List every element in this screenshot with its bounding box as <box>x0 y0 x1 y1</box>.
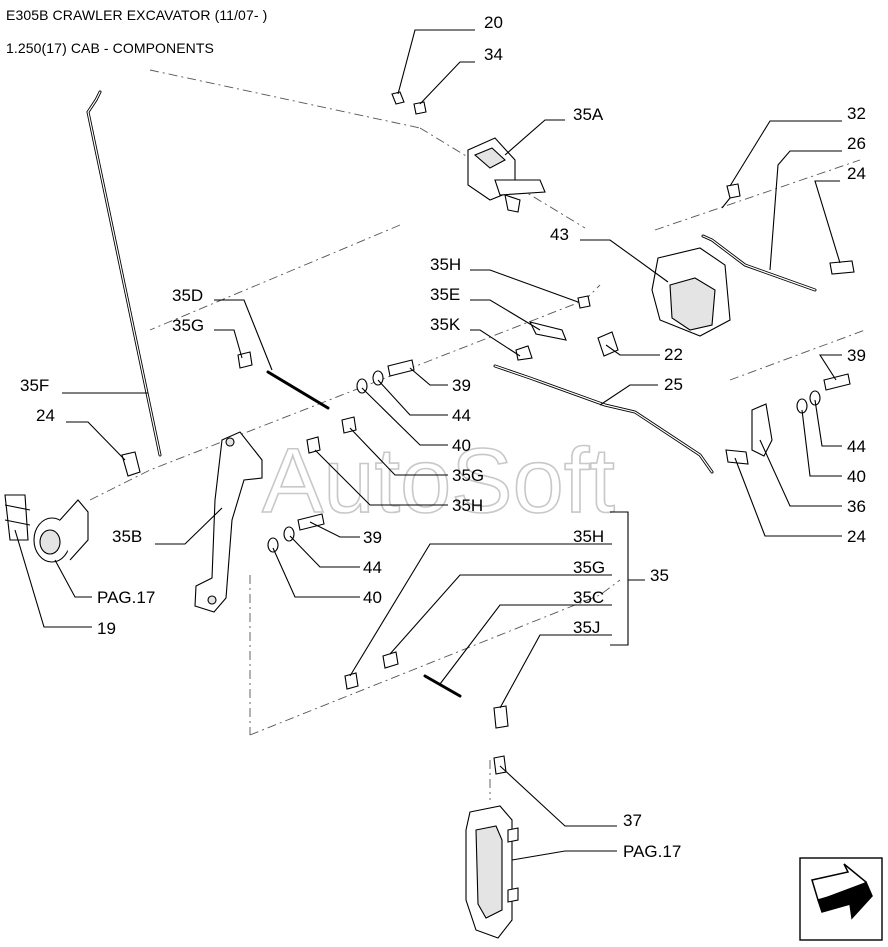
assembly-outlines <box>89 69 866 800</box>
part-36-plate <box>751 373 851 457</box>
part-22-clamp <box>597 331 619 357</box>
callout-37: 37 <box>623 811 642 830</box>
callout-32: 32 <box>847 104 866 123</box>
callout-19: 19 <box>97 619 116 638</box>
next-page-arrow-icon <box>811 863 873 920</box>
callout-35C: 35C <box>573 588 604 607</box>
callout-pag17-lock: PAG.17 <box>97 588 155 607</box>
part-35G-nut-mid <box>341 416 357 434</box>
callout-24-left: 24 <box>36 406 55 425</box>
callout-35H-top: 35H <box>430 255 461 274</box>
callout-40-right: 40 <box>847 467 866 486</box>
part-35B-arm <box>194 431 263 613</box>
callout-22: 22 <box>664 345 683 364</box>
callout-24-top: 24 <box>847 164 866 183</box>
part-washers-upper <box>356 359 415 394</box>
callout-26: 26 <box>847 134 866 153</box>
callout-35K: 35K <box>430 315 461 334</box>
callout-25: 25 <box>664 375 683 394</box>
part-19-latch <box>4 494 31 541</box>
part-26-rod <box>701 234 817 292</box>
callout-44-lower: 44 <box>363 558 382 577</box>
part-35D-stud <box>266 370 330 410</box>
callout-35E: 35E <box>430 285 460 304</box>
callout-44-right: 44 <box>847 437 866 456</box>
callout-39-lower: 39 <box>363 528 382 547</box>
callout-20: 20 <box>484 13 503 32</box>
callout-35A: 35A <box>573 105 604 124</box>
callout-35B: 35B <box>112 527 142 546</box>
callout-39-right: 39 <box>847 346 866 365</box>
part-24-clip-left <box>121 451 141 477</box>
part-43-handle-housing <box>651 247 731 337</box>
part-35H-screw-top <box>577 295 591 309</box>
callout-40-lower: 40 <box>363 588 382 607</box>
page-subtitle: 1.250(17) CAB - COMPONENTS <box>6 40 214 56</box>
part-20-screw <box>391 91 405 105</box>
page-title: E305B CRAWLER EXCAVATOR (11/07- ) <box>6 7 268 23</box>
part-35F-rod <box>86 90 162 457</box>
part-24-clip-top <box>829 260 855 275</box>
callout-39-upper: 39 <box>452 376 471 395</box>
callout-35G-lower: 35G <box>573 558 605 577</box>
next-page-button[interactable] <box>799 857 883 941</box>
part-35G-nut-left <box>237 351 253 369</box>
part-24-clip-right <box>725 449 749 465</box>
callout-44-upper: 44 <box>452 406 471 425</box>
callout-labels: 20 34 35A 32 26 24 43 35H 35E 35K 22 25 … <box>20 13 866 861</box>
callout-36: 36 <box>847 497 866 516</box>
callout-35G-mid: 35G <box>452 466 484 485</box>
callout-35F: 35F <box>20 376 49 395</box>
part-35-lower-parts <box>344 651 509 729</box>
callout-35D: 35D <box>172 286 203 305</box>
callout-35G-left: 35G <box>172 316 204 335</box>
callout-34: 34 <box>484 45 503 64</box>
part-outer-handle <box>465 805 519 939</box>
part-35H-screw-mid <box>306 436 321 454</box>
callout-35H-mid: 35H <box>452 496 483 515</box>
part-lock-cylinder <box>33 499 89 563</box>
part-25-rod <box>493 364 714 474</box>
callout-35: 35 <box>650 566 669 585</box>
leader-lines <box>14 29 842 861</box>
part-32-screw <box>721 183 741 209</box>
part-35K-clip <box>515 345 533 361</box>
part-37-screw <box>493 755 507 775</box>
callout-24-right: 24 <box>847 527 866 546</box>
callout-35J: 35J <box>573 618 600 637</box>
callout-pag17-handle: PAG.17 <box>623 842 681 861</box>
callout-35H-lower: 35H <box>573 527 604 546</box>
part-35A-lock <box>467 137 546 213</box>
callout-43: 43 <box>550 225 569 244</box>
part-35E-plate <box>528 321 567 341</box>
callout-40-upper: 40 <box>452 436 471 455</box>
